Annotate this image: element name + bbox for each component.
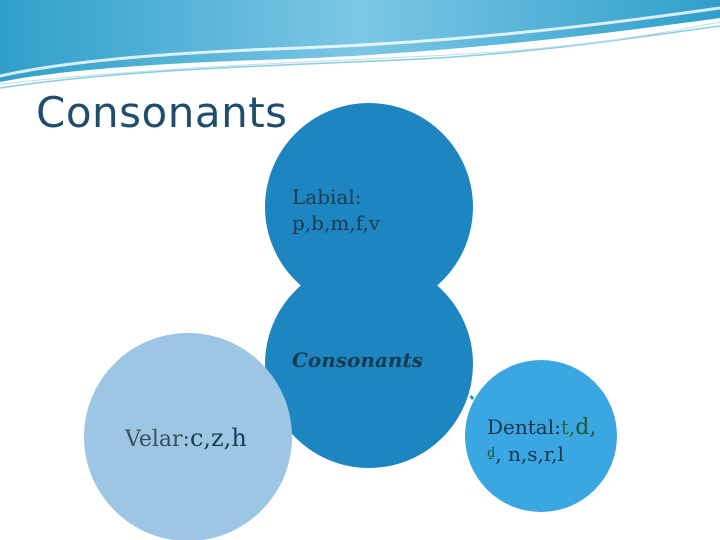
labial-node — [265, 103, 473, 311]
velar-label: Velar: — [125, 427, 190, 452]
dental-special-d: ḏ — [487, 446, 496, 461]
dental-node-text: Dental:t,d, ḏ, n,s,r,l — [487, 414, 596, 467]
dental-node — [465, 360, 617, 512]
slide-title: Consonants — [36, 88, 288, 137]
consonants-center-node — [265, 260, 473, 468]
dental-label: Dental: — [487, 415, 561, 439]
center-node-label: Consonants — [292, 348, 423, 372]
labial-sounds: p,b,m,f,v — [292, 211, 380, 235]
header-banner — [0, 0, 720, 89]
labial-label: Labial: — [292, 185, 362, 209]
banner-wave-highlight — [0, 6, 720, 78]
labial-node-text: Labial: p,b,m,f,v — [292, 184, 380, 236]
velar-sounds: c,z,h — [189, 424, 247, 452]
velar-node — [84, 333, 292, 540]
banner-wave-line-2 — [0, 21, 720, 85]
banner-wave-fill — [0, 0, 720, 82]
dental-rest: , n,s,r,l — [495, 442, 565, 466]
banner-wave-line — [0, 25, 720, 89]
dental-t: t, — [560, 415, 576, 439]
velar-node-text: Velar:c,z,h — [125, 424, 247, 452]
dental-d: d, — [575, 415, 597, 440]
